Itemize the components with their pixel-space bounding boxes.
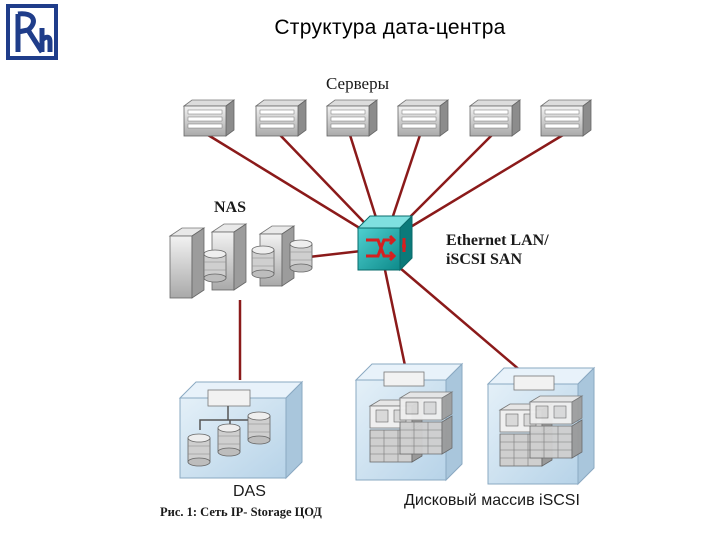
figure-caption: Рис. 1: Сеть IP- Storage ЦОД [160, 505, 322, 519]
lan-switch [356, 214, 414, 272]
iscsi-array-1 [354, 362, 464, 482]
servers-label: Серверы [326, 74, 389, 93]
server-3 [326, 99, 378, 137]
lan-label-line2: iSCSI SAN [446, 251, 523, 268]
iscsi-array-label: Дисковый массив iSCSI [404, 492, 580, 509]
link-server-6 [383, 133, 564, 245]
page-title: Структура дата-центра [274, 16, 506, 39]
server-2 [255, 99, 307, 137]
link-switch-array-1 [383, 269, 410, 381]
lan-label-line1: Ethernet LAN/ [446, 232, 549, 249]
server-5 [469, 99, 521, 137]
das-label: DAS [233, 483, 266, 500]
server-4 [397, 99, 449, 137]
server-1 [183, 99, 235, 137]
lan-label: Ethernet LAN/ iSCSI SAN [446, 231, 549, 269]
university-logo [6, 4, 58, 60]
server-6 [540, 99, 592, 137]
nas-label: NAS [214, 199, 247, 216]
switch-arrows-icon [366, 234, 406, 262]
link-switch-array-2 [399, 267, 536, 384]
nas-device [168, 223, 313, 299]
das-enclosure [178, 380, 304, 480]
das-disk-3 [247, 411, 271, 445]
link-server-1 [207, 133, 385, 245]
iscsi-array-2 [486, 366, 596, 486]
nas-disk-1 [203, 249, 227, 283]
servers-group [183, 99, 592, 137]
das-disk-1 [187, 433, 211, 467]
nas-disk-2 [251, 245, 275, 279]
nas-disk-3 [289, 239, 313, 273]
das-disk-2 [217, 423, 241, 457]
